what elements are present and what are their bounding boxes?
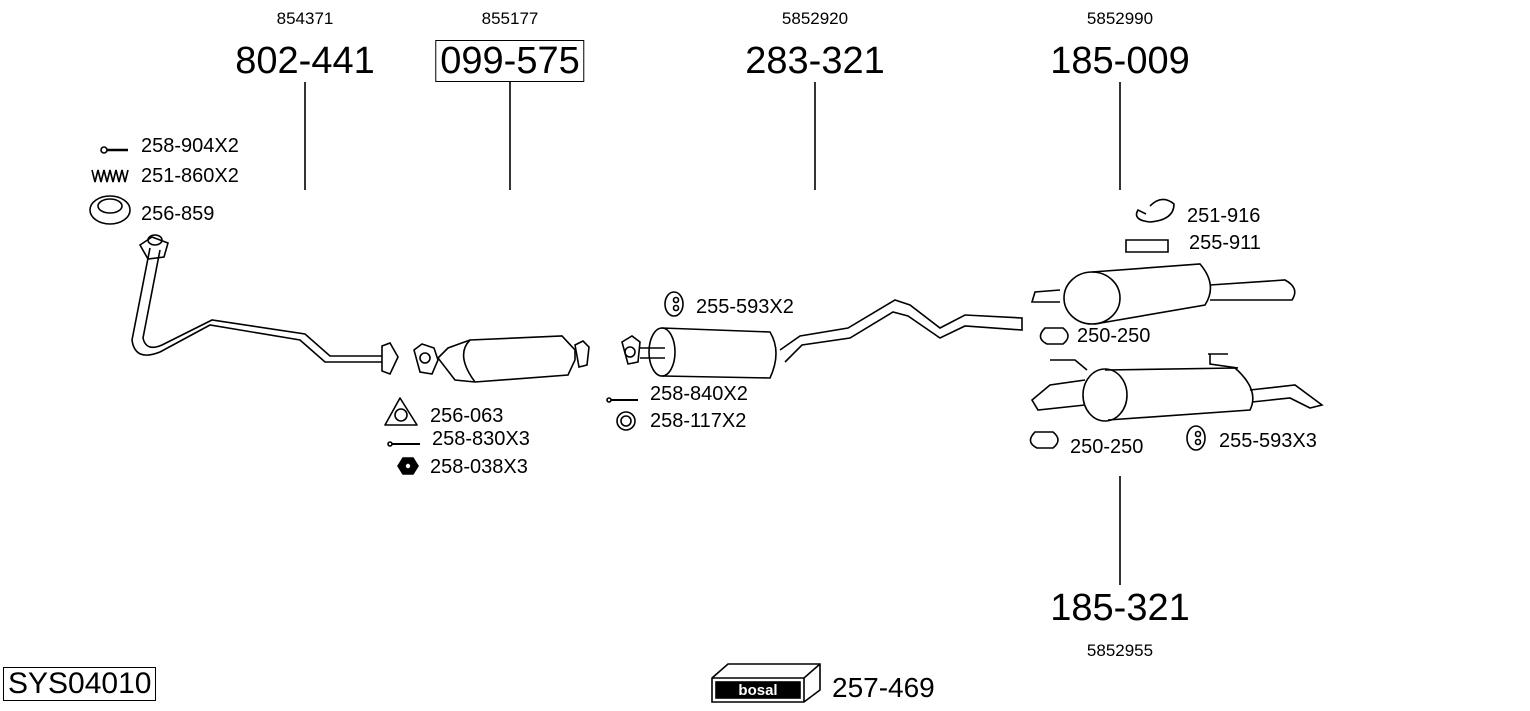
bosal-logo: bosal	[738, 682, 777, 699]
oe-number: 5852920	[781, 9, 849, 28]
bolt-icon	[387, 441, 420, 447]
oe-number: 855177	[481, 9, 539, 28]
system-id: SYS04010	[3, 667, 157, 701]
accessory-label[interactable]: 255-593X3	[1219, 430, 1317, 452]
spring-icon	[91, 169, 129, 183]
ring-icon	[616, 411, 636, 431]
accessory-label[interactable]: 258-830X3	[432, 428, 530, 450]
accessory-label[interactable]: 258-904X2	[141, 135, 239, 157]
bolt-icon	[606, 397, 638, 403]
accessory-label[interactable]: 258-117X2	[650, 410, 747, 432]
part-number[interactable]: 185-321	[1050, 587, 1190, 629]
part-number[interactable]: 802-441	[235, 40, 375, 82]
kit-number[interactable]: 257-469	[832, 672, 935, 703]
accessory-label[interactable]: 250-250	[1077, 325, 1151, 347]
accessory-label[interactable]: 256-063	[430, 405, 504, 427]
accessory-label[interactable]: 256-859	[141, 203, 215, 225]
accessory-label[interactable]: 258-840X2	[650, 383, 748, 405]
rubber-hanger-icon	[664, 291, 684, 317]
front-pipe	[131, 234, 399, 376]
rear-silencer-upper	[1030, 198, 1296, 345]
oe-number: 854371	[276, 9, 334, 28]
nut-icon	[397, 457, 419, 475]
accessory-label[interactable]: 251-916	[1187, 205, 1261, 227]
oe-number: 5852990	[1086, 9, 1154, 28]
bolt-icon	[100, 146, 128, 154]
accessory-label[interactable]: 255-593X2	[696, 296, 794, 318]
accessory-label[interactable]: 250-250	[1070, 436, 1144, 458]
middle-silencer	[621, 299, 1023, 379]
accessory-label[interactable]: 251-860X2	[141, 165, 239, 187]
part-number-highlighted[interactable]: 099-575	[435, 40, 585, 82]
accessory-label[interactable]: 258-038X3	[430, 456, 528, 478]
oe-number: 5852955	[1086, 641, 1154, 660]
catalytic-converter	[413, 335, 590, 383]
rear-silencer-lower	[1029, 353, 1324, 451]
accessory-label[interactable]: 255-911	[1189, 232, 1261, 254]
part-number[interactable]: 283-321	[745, 40, 885, 82]
seal-ring-icon	[89, 195, 131, 225]
gasket-icon	[384, 397, 418, 426]
bosal-kit-box: bosal	[711, 663, 821, 703]
part-number[interactable]: 185-009	[1050, 40, 1190, 82]
